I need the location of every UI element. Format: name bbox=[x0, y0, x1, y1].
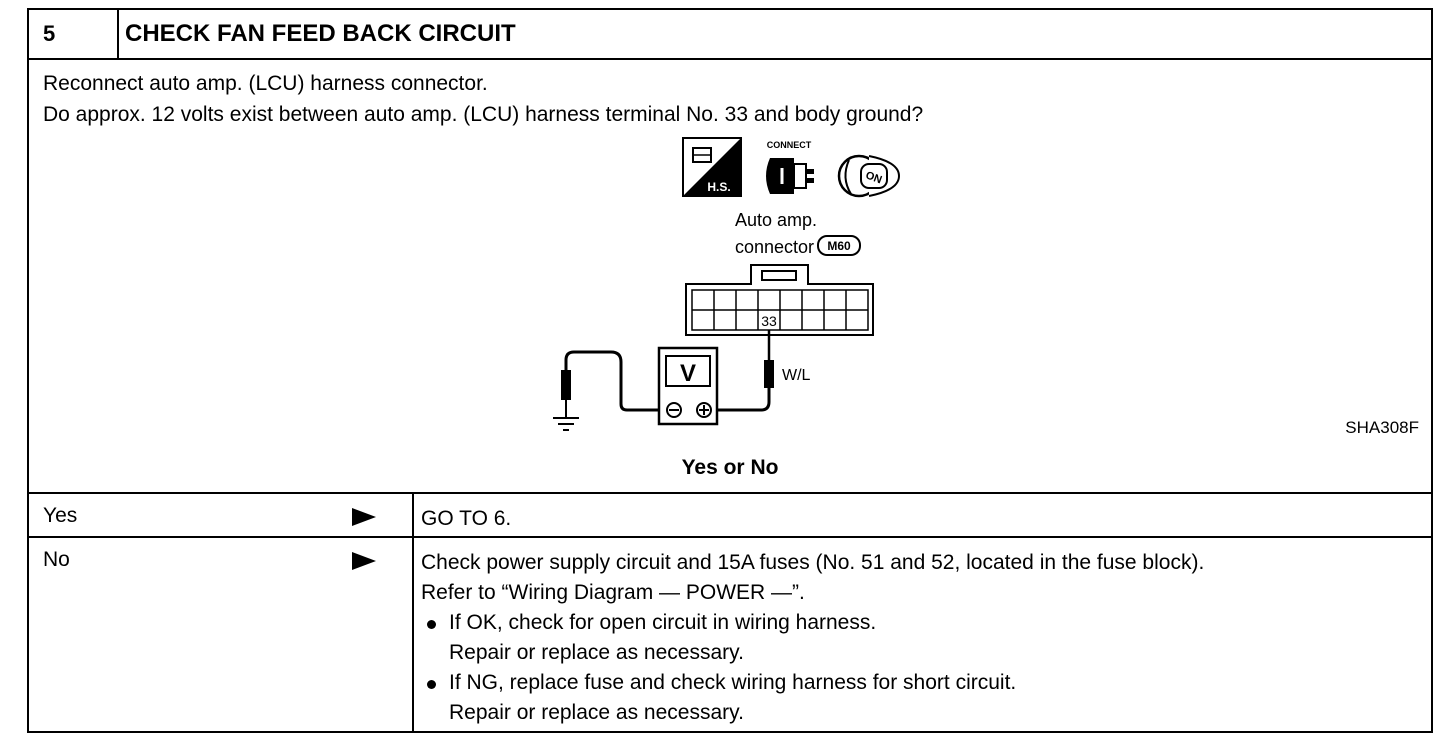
connector-body: 33 bbox=[685, 264, 874, 336]
bullet-text: If NG, replace fuse and check wiring har… bbox=[449, 671, 1017, 694]
negative-lead bbox=[561, 350, 659, 418]
step-body: Reconnect auto amp. (LCU) harness connec… bbox=[29, 60, 1431, 494]
answer-no-row: No Check power supply circuit and 15A fu… bbox=[29, 538, 1431, 731]
answer-yes-label: Yes bbox=[43, 504, 78, 527]
connect-icon-label: CONNECT bbox=[767, 140, 812, 150]
voltmeter: V bbox=[657, 346, 719, 426]
bullet-continuation: Repair or replace as necessary. bbox=[449, 701, 744, 724]
yes-or-no-prompt: Yes or No bbox=[681, 456, 779, 479]
bullet-icon bbox=[427, 680, 436, 689]
harness-icon: H.S. bbox=[682, 137, 742, 197]
ignition-icon-label: ON bbox=[864, 169, 884, 186]
answer-no-label: No bbox=[43, 548, 70, 571]
connector-code-badge: M60 bbox=[817, 235, 861, 256]
bullet-continuation: Repair or replace as necessary. bbox=[449, 641, 744, 664]
ground-symbol bbox=[553, 417, 579, 431]
wiring-diagram: H.S. CONNECT ON Auto amp. connec bbox=[553, 137, 901, 431]
figure-code: SHA308F bbox=[1345, 418, 1419, 437]
connector-label-line1: Auto amp. bbox=[735, 210, 817, 230]
connector-label-line2: connector bbox=[735, 237, 814, 257]
meter-symbol: V bbox=[680, 360, 696, 387]
instruction-line: Reconnect auto amp. (LCU) harness connec… bbox=[43, 72, 488, 95]
instructions: Reconnect auto amp. (LCU) harness connec… bbox=[43, 68, 923, 130]
arrow-right-icon bbox=[352, 552, 376, 570]
answer-divider bbox=[412, 494, 414, 536]
answer-no-bullet: If OK, check for open circuit in wiring … bbox=[421, 608, 1204, 638]
diagnostic-procedure-table: 5 CHECK FAN FEED BACK CIRCUIT Reconnect … bbox=[27, 8, 1433, 733]
wire-color-label: W/L bbox=[782, 367, 811, 384]
answer-divider bbox=[412, 538, 414, 731]
answer-no-bullet: If NG, replace fuse and check wiring har… bbox=[421, 668, 1204, 698]
positive-lead: W/L bbox=[707, 330, 811, 412]
answer-yes-action: GO TO 6. bbox=[421, 507, 512, 530]
answer-no-action: Check power supply circuit and 15A fuses… bbox=[421, 548, 1204, 728]
harness-icon-label: H.S. bbox=[707, 180, 730, 194]
connector-code: M60 bbox=[827, 239, 851, 253]
connect-icon: CONNECT bbox=[766, 140, 814, 194]
ignition-key-icon: ON bbox=[837, 154, 901, 198]
terminal-number: 33 bbox=[761, 313, 777, 329]
answer-no-line: Check power supply circuit and 15A fuses… bbox=[421, 551, 1205, 574]
answer-yes-row: Yes GO TO 6. bbox=[29, 494, 1431, 538]
step-number: 5 bbox=[29, 10, 119, 58]
arrow-right-icon bbox=[352, 508, 376, 526]
step-title: CHECK FAN FEED BACK CIRCUIT bbox=[125, 20, 516, 47]
answer-no-line: Refer to “Wiring Diagram — POWER —”. bbox=[421, 581, 805, 604]
step-header: 5 CHECK FAN FEED BACK CIRCUIT bbox=[29, 10, 1431, 60]
bullet-icon bbox=[427, 620, 436, 629]
bullet-text: If OK, check for open circuit in wiring … bbox=[449, 611, 877, 634]
instruction-line: Do approx. 12 volts exist between auto a… bbox=[43, 103, 924, 126]
